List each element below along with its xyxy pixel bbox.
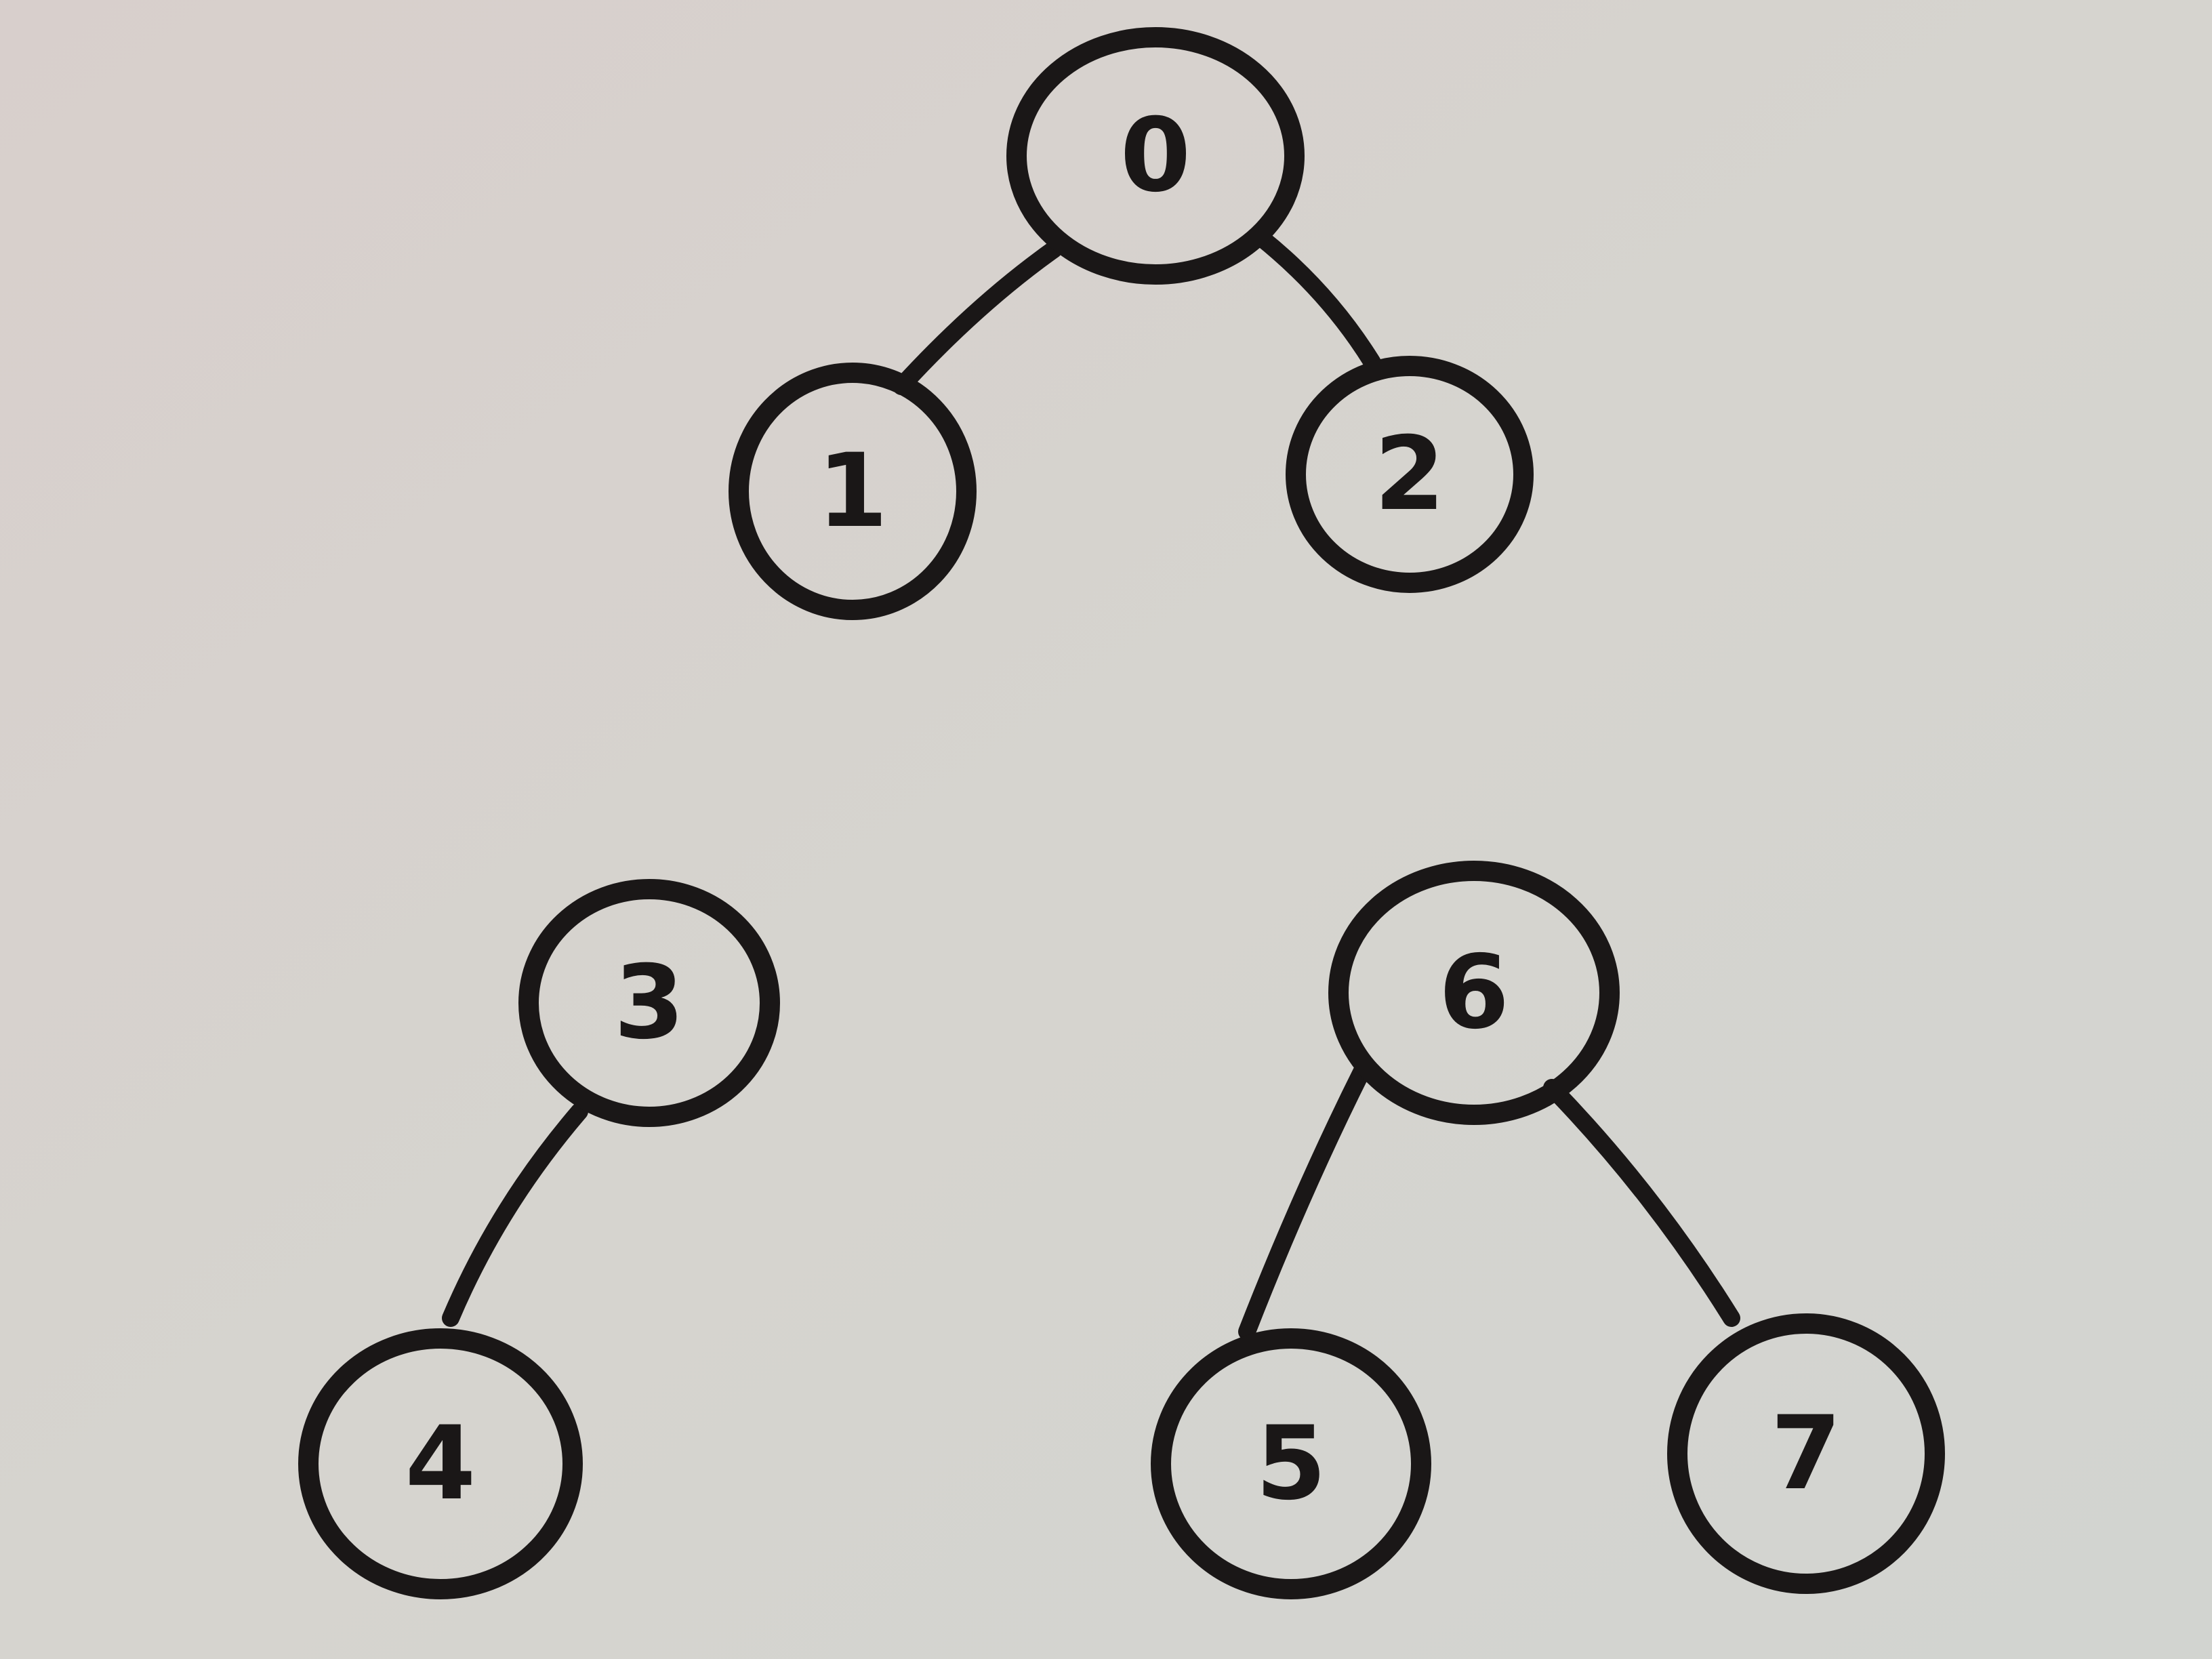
node-label: 3 [614, 944, 684, 1062]
node-label: 0 [1120, 97, 1191, 215]
edge-6-5 [1238, 1062, 1371, 1340]
node-1: 1 [729, 363, 977, 620]
nodes-layer: 0 1 2 3 4 5 6 7 [298, 27, 1945, 1599]
node-2: 2 [1286, 356, 1534, 593]
edge-0-2 [1252, 228, 1381, 371]
node-label: 4 [405, 1405, 476, 1523]
node-circle [1328, 861, 1620, 1125]
node-circle [1286, 356, 1534, 593]
node-circle [729, 363, 977, 620]
node-circle [1006, 27, 1305, 285]
edges-layer [442, 228, 1740, 1340]
node-label: 5 [1256, 1405, 1326, 1523]
node-circle [1151, 1328, 1431, 1599]
edge-3-4 [442, 1103, 588, 1327]
node-circle [1667, 1313, 1945, 1594]
node-0: 0 [1006, 27, 1305, 285]
node-circle [518, 879, 780, 1127]
node-label: 2 [1374, 415, 1445, 533]
node-3: 3 [518, 879, 780, 1127]
node-label: 7 [1771, 1395, 1841, 1513]
edge-0-1 [893, 241, 1063, 395]
node-label: 1 [817, 432, 888, 550]
node-label: 6 [1439, 934, 1509, 1052]
node-circle [298, 1328, 583, 1599]
edge-6-7 [1543, 1079, 1740, 1327]
node-6: 6 [1328, 861, 1620, 1125]
node-5: 5 [1151, 1328, 1431, 1599]
node-4: 4 [298, 1328, 583, 1599]
node-7: 7 [1667, 1313, 1945, 1594]
